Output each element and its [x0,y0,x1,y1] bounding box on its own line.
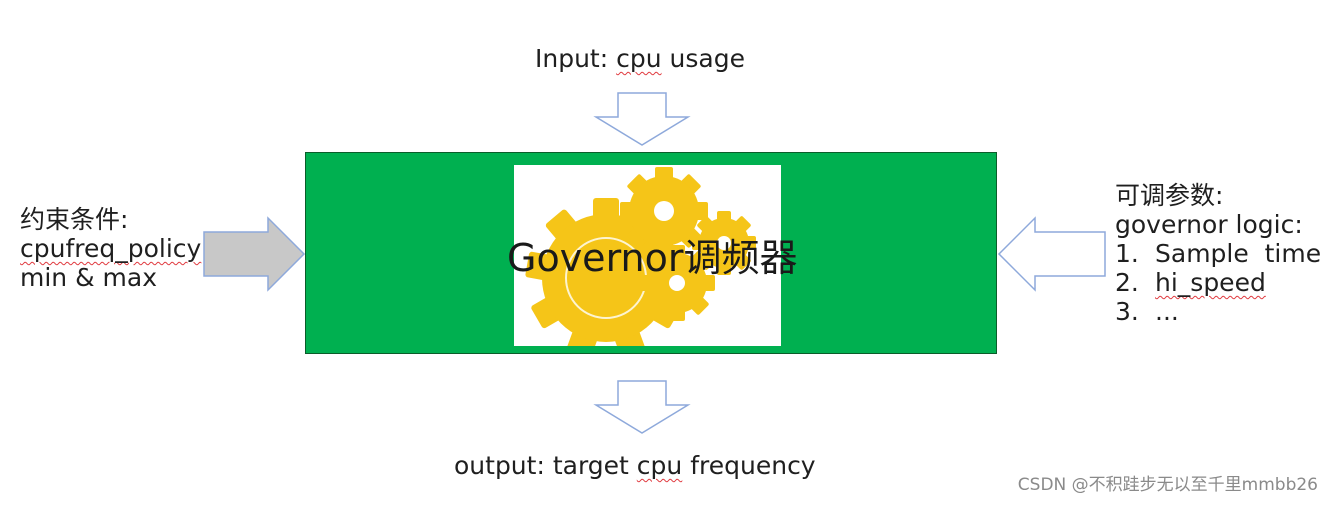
constraints-block: 约束条件: cpufreq_policy min & max [20,205,201,292]
input-arrow [593,92,691,146]
constraints-heading: 约束条件: [20,205,129,234]
output-arrow [593,380,691,434]
params-item: 1.Sample time [1115,239,1322,268]
params-item: 3.... [1115,297,1179,326]
watermark: CSDN @不积跬步无以至千里mmbb26 [1017,475,1318,495]
params-arrow [997,216,1106,292]
gear-panel [514,165,781,346]
gears-icon [525,167,756,346]
input-label: Input: cpu usage [535,44,745,73]
params-heading: 可调参数: [1115,181,1224,210]
governor-title: Governor调频器 [507,236,798,280]
output-label: output: target cpu frequency [454,451,816,480]
params-item: 2.hi_speed [1115,268,1266,297]
params-subheading: governor logic: [1115,210,1303,239]
constraints-line-2: min & max [20,263,157,292]
constraints-line-1: cpufreq_policy [20,234,202,263]
params-block: 可调参数: governor logic: 1.Sample time 2.hi… [1115,181,1321,326]
constraints-arrow [203,216,306,292]
